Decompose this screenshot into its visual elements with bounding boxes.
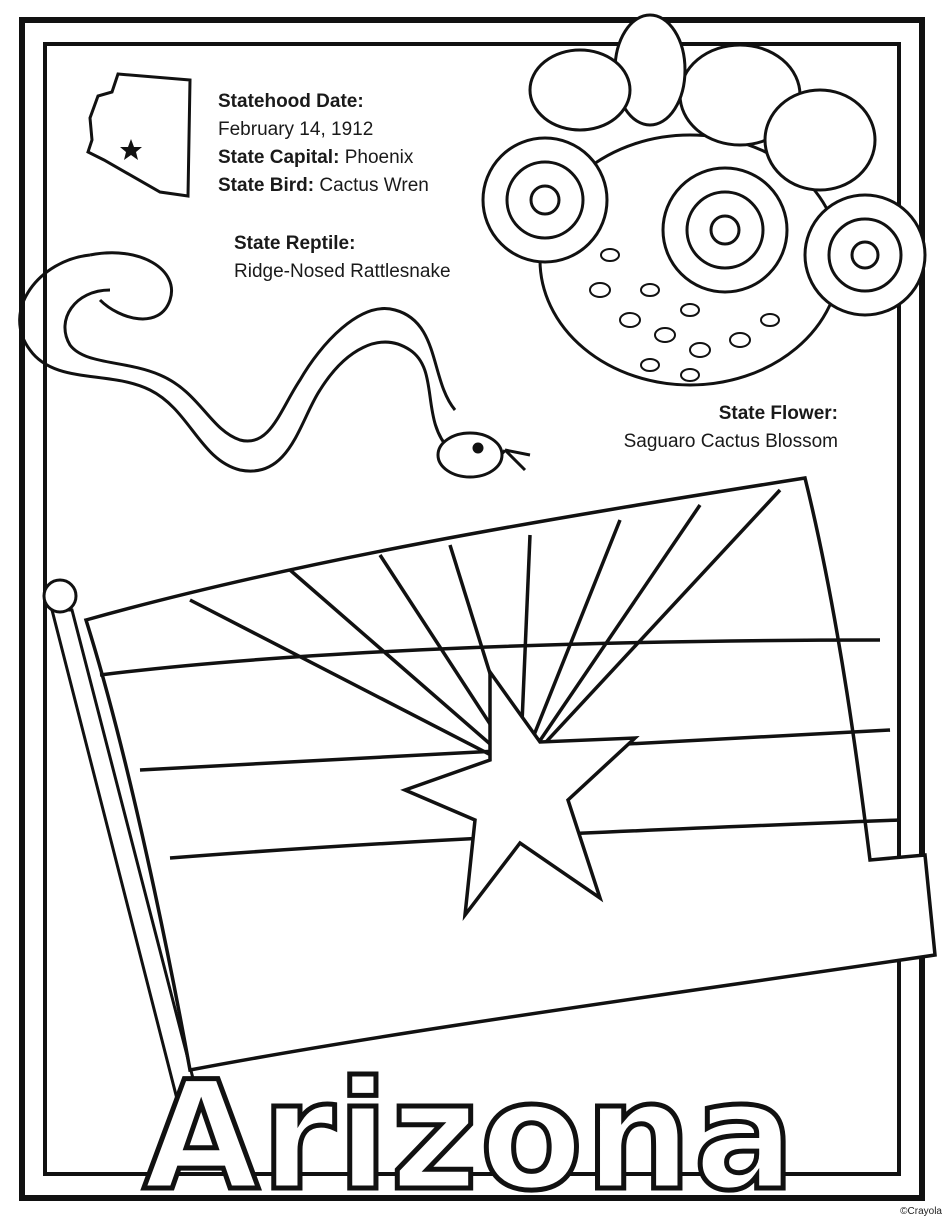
bird-value: Cactus Wren	[319, 175, 429, 196]
inner-frame	[43, 42, 901, 1176]
statehood-date-value: February 14, 1912	[218, 119, 374, 140]
state-reptile-block: State Reptile: Ridge-Nosed Rattlesnake	[234, 230, 451, 286]
saguaro-cactus-blossom-illustration	[481, 13, 927, 387]
rattlesnake-illustration	[18, 251, 531, 479]
flag-pole	[42, 578, 198, 1097]
outer-frame	[19, 17, 925, 1201]
statehood-label: Statehood Date:	[218, 91, 364, 112]
reptile-label: State Reptile:	[234, 233, 356, 254]
copyright-notice: ©Crayola	[900, 1206, 942, 1217]
statehood-date-row: Statehood Date:	[218, 88, 429, 116]
state-bird-row: State Bird: Cactus Wren	[218, 172, 429, 200]
state-capital-row: State Capital: Phoenix	[218, 144, 429, 172]
flag-star-icon	[400, 666, 640, 922]
reptile-value: Ridge-Nosed Rattlesnake	[234, 261, 451, 282]
flower-value: Saguaro Cactus Blossom	[623, 431, 838, 452]
arizona-state-outline-icon	[86, 72, 192, 198]
capital-value: Phoenix	[344, 147, 414, 168]
bird-label: State Bird:	[218, 175, 315, 196]
flower-label: State Flower:	[718, 403, 838, 424]
arizona-flag-illustration	[83, 476, 937, 1073]
capital-star-icon	[120, 139, 142, 160]
state-flower-block: State Flower: Saguaro Cactus Blossom	[624, 400, 838, 456]
flag-pole-finial	[42, 578, 78, 614]
capital-label: State Capital:	[218, 147, 340, 168]
state-facts-block: Statehood Date: February 14, 1912 State …	[218, 88, 429, 200]
